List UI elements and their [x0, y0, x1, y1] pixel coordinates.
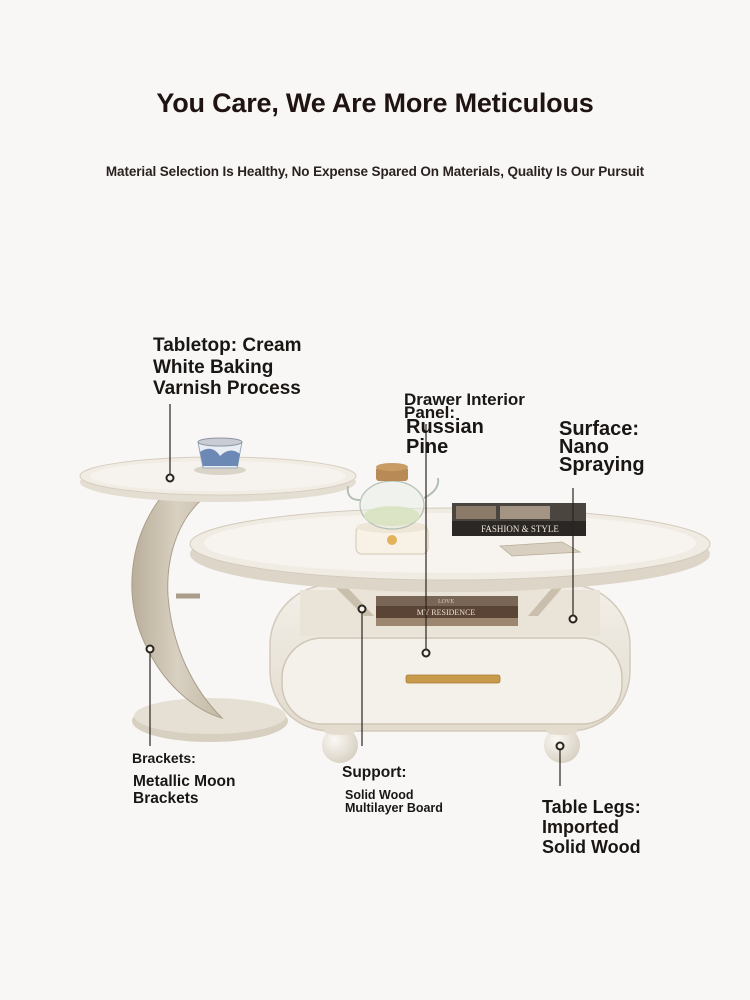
callout-legs-line3: Solid Wood — [542, 837, 641, 857]
marker-brackets — [145, 644, 155, 654]
callout-tabletop: Tabletop: Cream White Baking Varnish Pro… — [153, 335, 302, 400]
callout-drawer-value: Russian Pine — [406, 417, 484, 457]
callout-surface-line2: Nano — [559, 436, 609, 458]
marker-support — [357, 604, 367, 614]
callout-drawer-line2: Panel: — [404, 403, 456, 422]
callout-surface-line3: Spraying — [559, 454, 645, 476]
page-subtitle: Material Selection Is Healthy, No Expens… — [105, 164, 645, 179]
callout-leaders — [149, 404, 574, 786]
book-spine-text: MY RESIDENCE — [417, 608, 476, 617]
marker-surface — [568, 614, 578, 624]
marker-tabletop — [165, 473, 175, 483]
table-books: FASHION & STYLE — [452, 503, 586, 557]
callout-brackets-line1: Metallic Moon — [133, 773, 236, 790]
callout-support-line2: Multilayer Board — [345, 801, 443, 815]
callout-surface: Surface: Nano Spraying — [559, 418, 645, 476]
callout-drawer-value-line2: Pine — [406, 436, 449, 458]
callout-support-value: Solid Wood Multilayer Board — [345, 789, 443, 815]
marker-drawer — [421, 648, 431, 658]
book-spine-top-text: LOVE — [438, 599, 454, 605]
callout-surface-line1: Surface: — [559, 418, 640, 440]
callout-brackets-line2: Brackets — [133, 790, 199, 807]
callout-brackets-heading: Brackets: — [132, 750, 196, 766]
shelf-books: MY RESIDENCE LOVE — [376, 596, 518, 626]
callout-tabletop-line1: Tabletop: Cream — [153, 335, 302, 356]
callout-tabletop-line3: Varnish Process — [153, 378, 301, 399]
page-title: You Care, We Are More Meticulous — [156, 88, 594, 118]
callout-drawer-line1: Drawer Interior — [404, 390, 525, 409]
callout-markers — [145, 473, 578, 751]
moon-bracket — [131, 495, 224, 719]
decor-bowl — [194, 437, 246, 475]
callout-support-heading: Support: — [342, 764, 407, 781]
callout-drawer-value-line1: Russian — [406, 416, 484, 438]
callout-brackets-value: Metallic Moon Brackets — [133, 773, 235, 807]
callout-support-line1: Solid Wood — [345, 788, 414, 802]
callout-legs-line2: Imported — [542, 817, 620, 837]
table-leg-left — [322, 727, 358, 763]
marker-legs — [555, 741, 565, 751]
drawer-handle — [405, 674, 501, 684]
callout-drawer-heading: Drawer Interior Panel: — [404, 390, 525, 422]
callout-legs: Table Legs: Imported Solid Wood — [542, 797, 641, 857]
book-cover-text: FASHION & STYLE — [481, 524, 559, 534]
callout-legs-line1: Table Legs: — [542, 797, 641, 817]
callout-tabletop-line2: White Baking — [153, 356, 274, 378]
